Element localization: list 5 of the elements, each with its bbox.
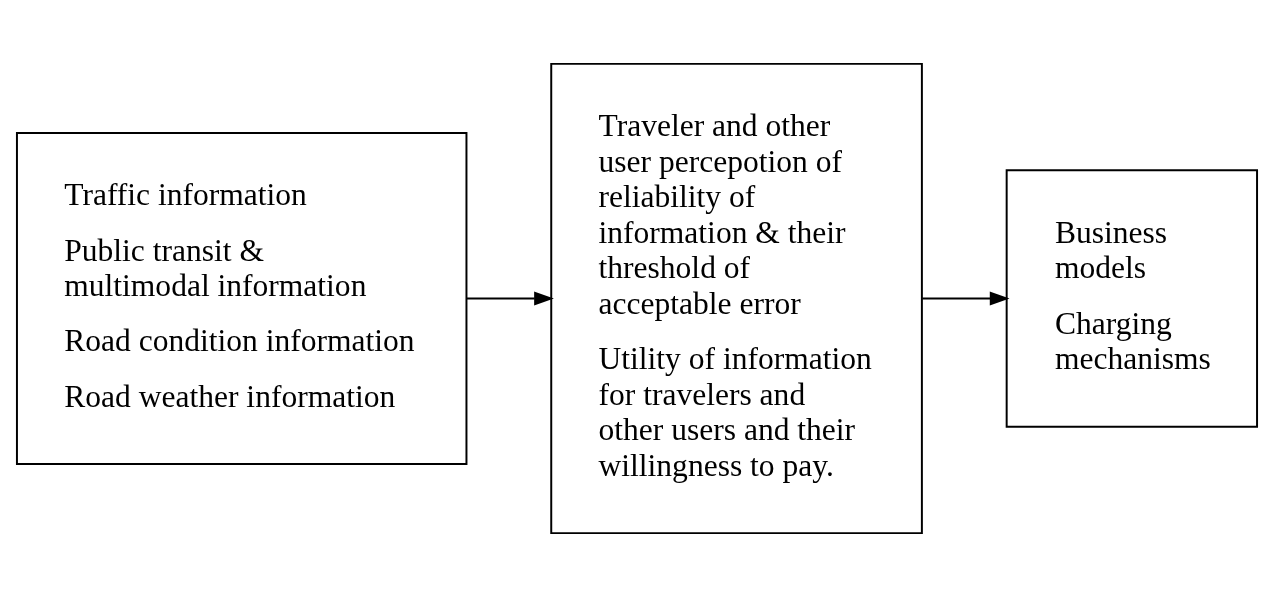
node-box: Traffic information Public transit & multimodal information Road condition information Road weather information [15,131,468,466]
arrow [465,291,554,306]
arrow [921,291,1010,306]
node-box: Traveler and other user percepotion of reliability of information & their threshold of acceptable error Utility of information for travelers and other users and their willingness to pay. [550,62,923,535]
node-box: Business models Charging mechanisms [1005,169,1259,428]
